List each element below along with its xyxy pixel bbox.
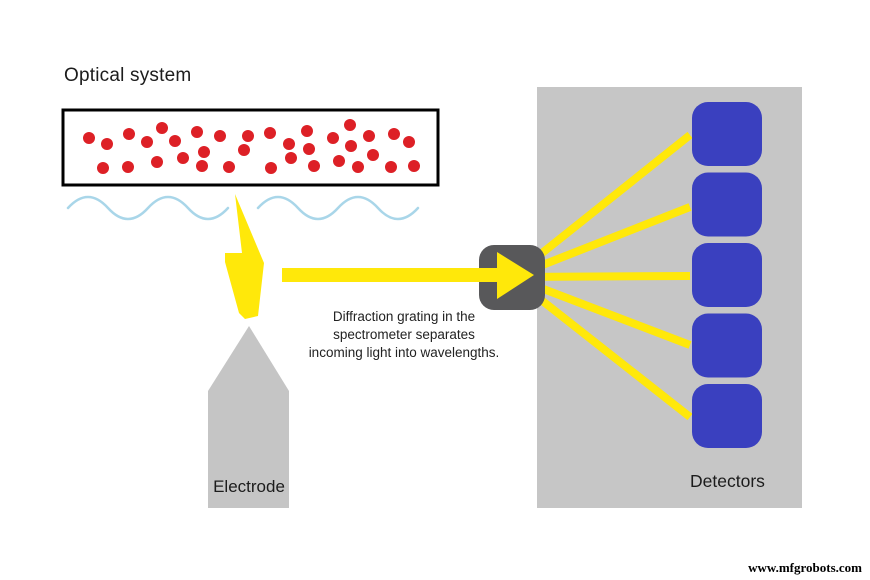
plasma-dot xyxy=(83,132,95,144)
plasma-dot xyxy=(223,161,235,173)
plasma-dot xyxy=(191,126,203,138)
plasma-dot xyxy=(264,127,276,139)
watermark-text: www.mfgrobots.com xyxy=(748,560,862,575)
plasma-dot xyxy=(403,136,415,148)
light-wave-right xyxy=(256,195,420,221)
grating-caption-line-1: Diffraction grating in the xyxy=(332,309,476,324)
plasma-dot xyxy=(177,152,189,164)
plasma-dot xyxy=(385,161,397,173)
plasma-dot xyxy=(303,143,315,155)
detector xyxy=(692,172,762,237)
plasma-dot xyxy=(367,149,379,161)
grating-caption-line-3: incoming light into wavelengths. xyxy=(308,345,500,360)
plasma-dot xyxy=(408,160,420,172)
plasma-dots xyxy=(83,119,420,174)
plasma-dot xyxy=(97,162,109,174)
plasma-dot xyxy=(122,161,134,173)
plasma-dot xyxy=(344,119,356,131)
grating-caption-line-2: spectrometer separates xyxy=(333,327,475,342)
sample-chamber-box xyxy=(61,108,440,187)
detector xyxy=(692,313,762,378)
plasma-dot xyxy=(242,130,254,142)
grating-caption: Diffraction grating in the spectrometer … xyxy=(285,308,523,362)
light-beam-arrow xyxy=(282,252,534,299)
plasma-dot xyxy=(363,130,375,142)
plasma-dot xyxy=(101,138,113,150)
plasma-dot xyxy=(238,144,250,156)
plasma-dot xyxy=(123,128,135,140)
plasma-dot xyxy=(169,135,181,147)
light-wave-left xyxy=(66,195,230,221)
plasma-dot xyxy=(141,136,153,148)
plasma-dot xyxy=(333,155,345,167)
electrode-shape xyxy=(208,326,289,508)
plasma-dot xyxy=(285,152,297,164)
page-title: Optical system xyxy=(64,65,192,86)
electrode-label: Electrode xyxy=(213,477,285,496)
detector xyxy=(692,102,762,166)
plasma-dot xyxy=(214,130,226,142)
plasma-dot xyxy=(308,160,320,172)
plasma-dot xyxy=(151,156,163,168)
plasma-dot xyxy=(345,140,357,152)
detector xyxy=(692,384,762,448)
plasma-dot xyxy=(283,138,295,150)
plasma-dot xyxy=(327,132,339,144)
plasma-dot xyxy=(265,162,277,174)
plasma-dot xyxy=(196,160,208,172)
detectors-label: Detectors xyxy=(690,471,765,491)
detector xyxy=(692,243,762,307)
detectors xyxy=(692,102,762,448)
plasma-dot xyxy=(156,122,168,134)
plasma-dot xyxy=(352,161,364,173)
plasma-dot xyxy=(388,128,400,140)
spark-bolt xyxy=(225,194,264,319)
plasma-dot xyxy=(198,146,210,158)
plasma-dot xyxy=(301,125,313,137)
